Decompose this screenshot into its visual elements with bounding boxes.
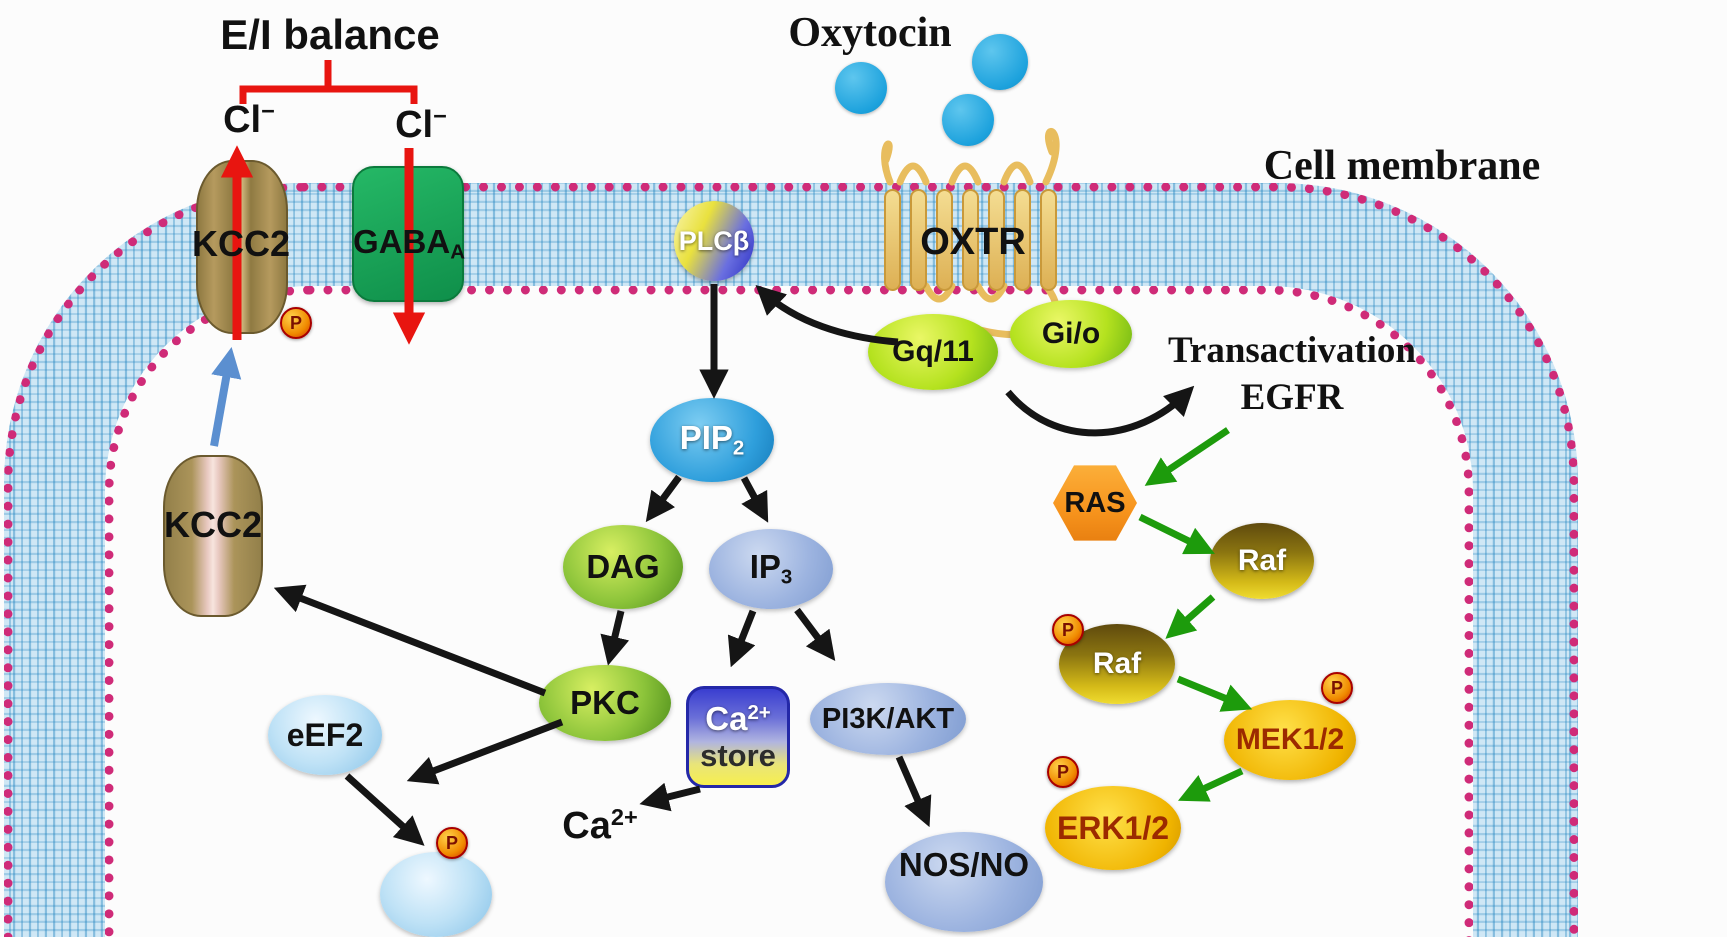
phospho-badge-icon: P <box>280 307 312 339</box>
phospho-badge-icon: P <box>1052 614 1084 646</box>
kcc2-transporter-cytoplasm <box>163 455 263 617</box>
kcc2-membrane-label: KCC2 <box>191 223 290 265</box>
node-nos-no: NOS/NO <box>885 832 1043 932</box>
oxytocin-molecule-icon <box>942 94 994 146</box>
cell-membrane-label: Cell membrane <box>1263 142 1541 189</box>
raf-upper-label: Raf <box>1237 544 1287 577</box>
gabaa-label: GABAA <box>353 222 465 264</box>
oxtr-helix-icon <box>1040 189 1057 291</box>
node-plcb: PLCβ <box>674 201 754 281</box>
transactivation-label: Transactivation <box>1167 329 1417 371</box>
kcc2-transporter-membrane <box>196 160 288 334</box>
node-pkc: PKC <box>539 665 671 741</box>
phospho-badge-icon: P <box>436 827 468 859</box>
oxtr-helix-icon <box>936 189 953 291</box>
oxtr-helix-icon <box>962 189 979 291</box>
oxtr-label: OXTR <box>920 221 1026 264</box>
oxytocin-title: Oxytocin <box>788 9 952 56</box>
cl-label-right: Cl− <box>395 103 447 147</box>
cl-label-left: Cl− <box>223 98 275 142</box>
node-pi3k-akt: PI3K/AKT <box>810 683 966 755</box>
oxytocin-molecule-icon <box>972 34 1028 90</box>
oxtr-helix-icon <box>988 189 1005 291</box>
oxtr-loop-icon <box>896 162 930 186</box>
eef2-label: eEF2 <box>286 716 364 753</box>
egfr-label: EGFR <box>1240 376 1344 418</box>
pi3k-akt-label: PI3K/AKT <box>821 702 955 735</box>
erk12-label: ERK1/2 <box>1056 809 1170 846</box>
node-ras: RAS <box>1053 465 1137 541</box>
phospho-badge-icon: P <box>1321 672 1353 704</box>
plcb-label: PLCβ <box>678 225 750 256</box>
oxtr-nterm-squiggle-icon <box>881 140 894 186</box>
oxtr-helix-icon <box>910 189 927 291</box>
node-ca-store: Ca2+ store <box>686 686 790 788</box>
ca-store-line1: Ca2+ <box>705 700 771 737</box>
ei-balance-title: E/I balance <box>220 10 440 58</box>
oxtr-loop-icon <box>1000 161 1034 186</box>
oxtr-ecl-squiggle-icon <box>1042 128 1060 186</box>
mek12-label: MEK1/2 <box>1235 723 1345 756</box>
node-gq11: Gq/11 <box>868 314 998 390</box>
nos-no-label: NOS/NO <box>898 846 1030 883</box>
ca-store-line2: store <box>700 738 776 773</box>
kcc2-cytoplasm-label: KCC2 <box>163 504 262 546</box>
node-raf-upper: Raf <box>1210 523 1314 599</box>
phospho-badge-icon: P <box>1047 756 1079 788</box>
node-eef2: eEF2 <box>268 695 382 775</box>
gio-label: Gi/o <box>1041 317 1101 350</box>
oxytocin-molecule-icon <box>835 62 887 114</box>
node-ip3: IP3 <box>709 529 833 609</box>
gq11-label: Gq/11 <box>892 335 974 368</box>
unlabeled-node-bottom <box>380 852 492 937</box>
node-dag: DAG <box>563 525 683 609</box>
ca-ion-label: Ca2+ <box>562 804 638 848</box>
oxtr-loop-icon <box>948 162 982 186</box>
ras-label: RAS <box>1064 486 1126 519</box>
raf-lower-label: Raf <box>1092 647 1142 680</box>
pip2-label: PIP2 <box>679 419 745 460</box>
ip3-label: IP3 <box>749 548 793 589</box>
node-gio: Gi/o <box>1010 300 1132 368</box>
node-pip2: PIP2 <box>650 398 774 482</box>
pkc-label: PKC <box>570 684 640 721</box>
node-erk12: ERK1/2 <box>1045 786 1181 870</box>
oxtr-helix-icon <box>1014 189 1031 291</box>
dag-label: DAG <box>586 548 660 585</box>
node-mek12: MEK1/2 <box>1224 700 1356 780</box>
